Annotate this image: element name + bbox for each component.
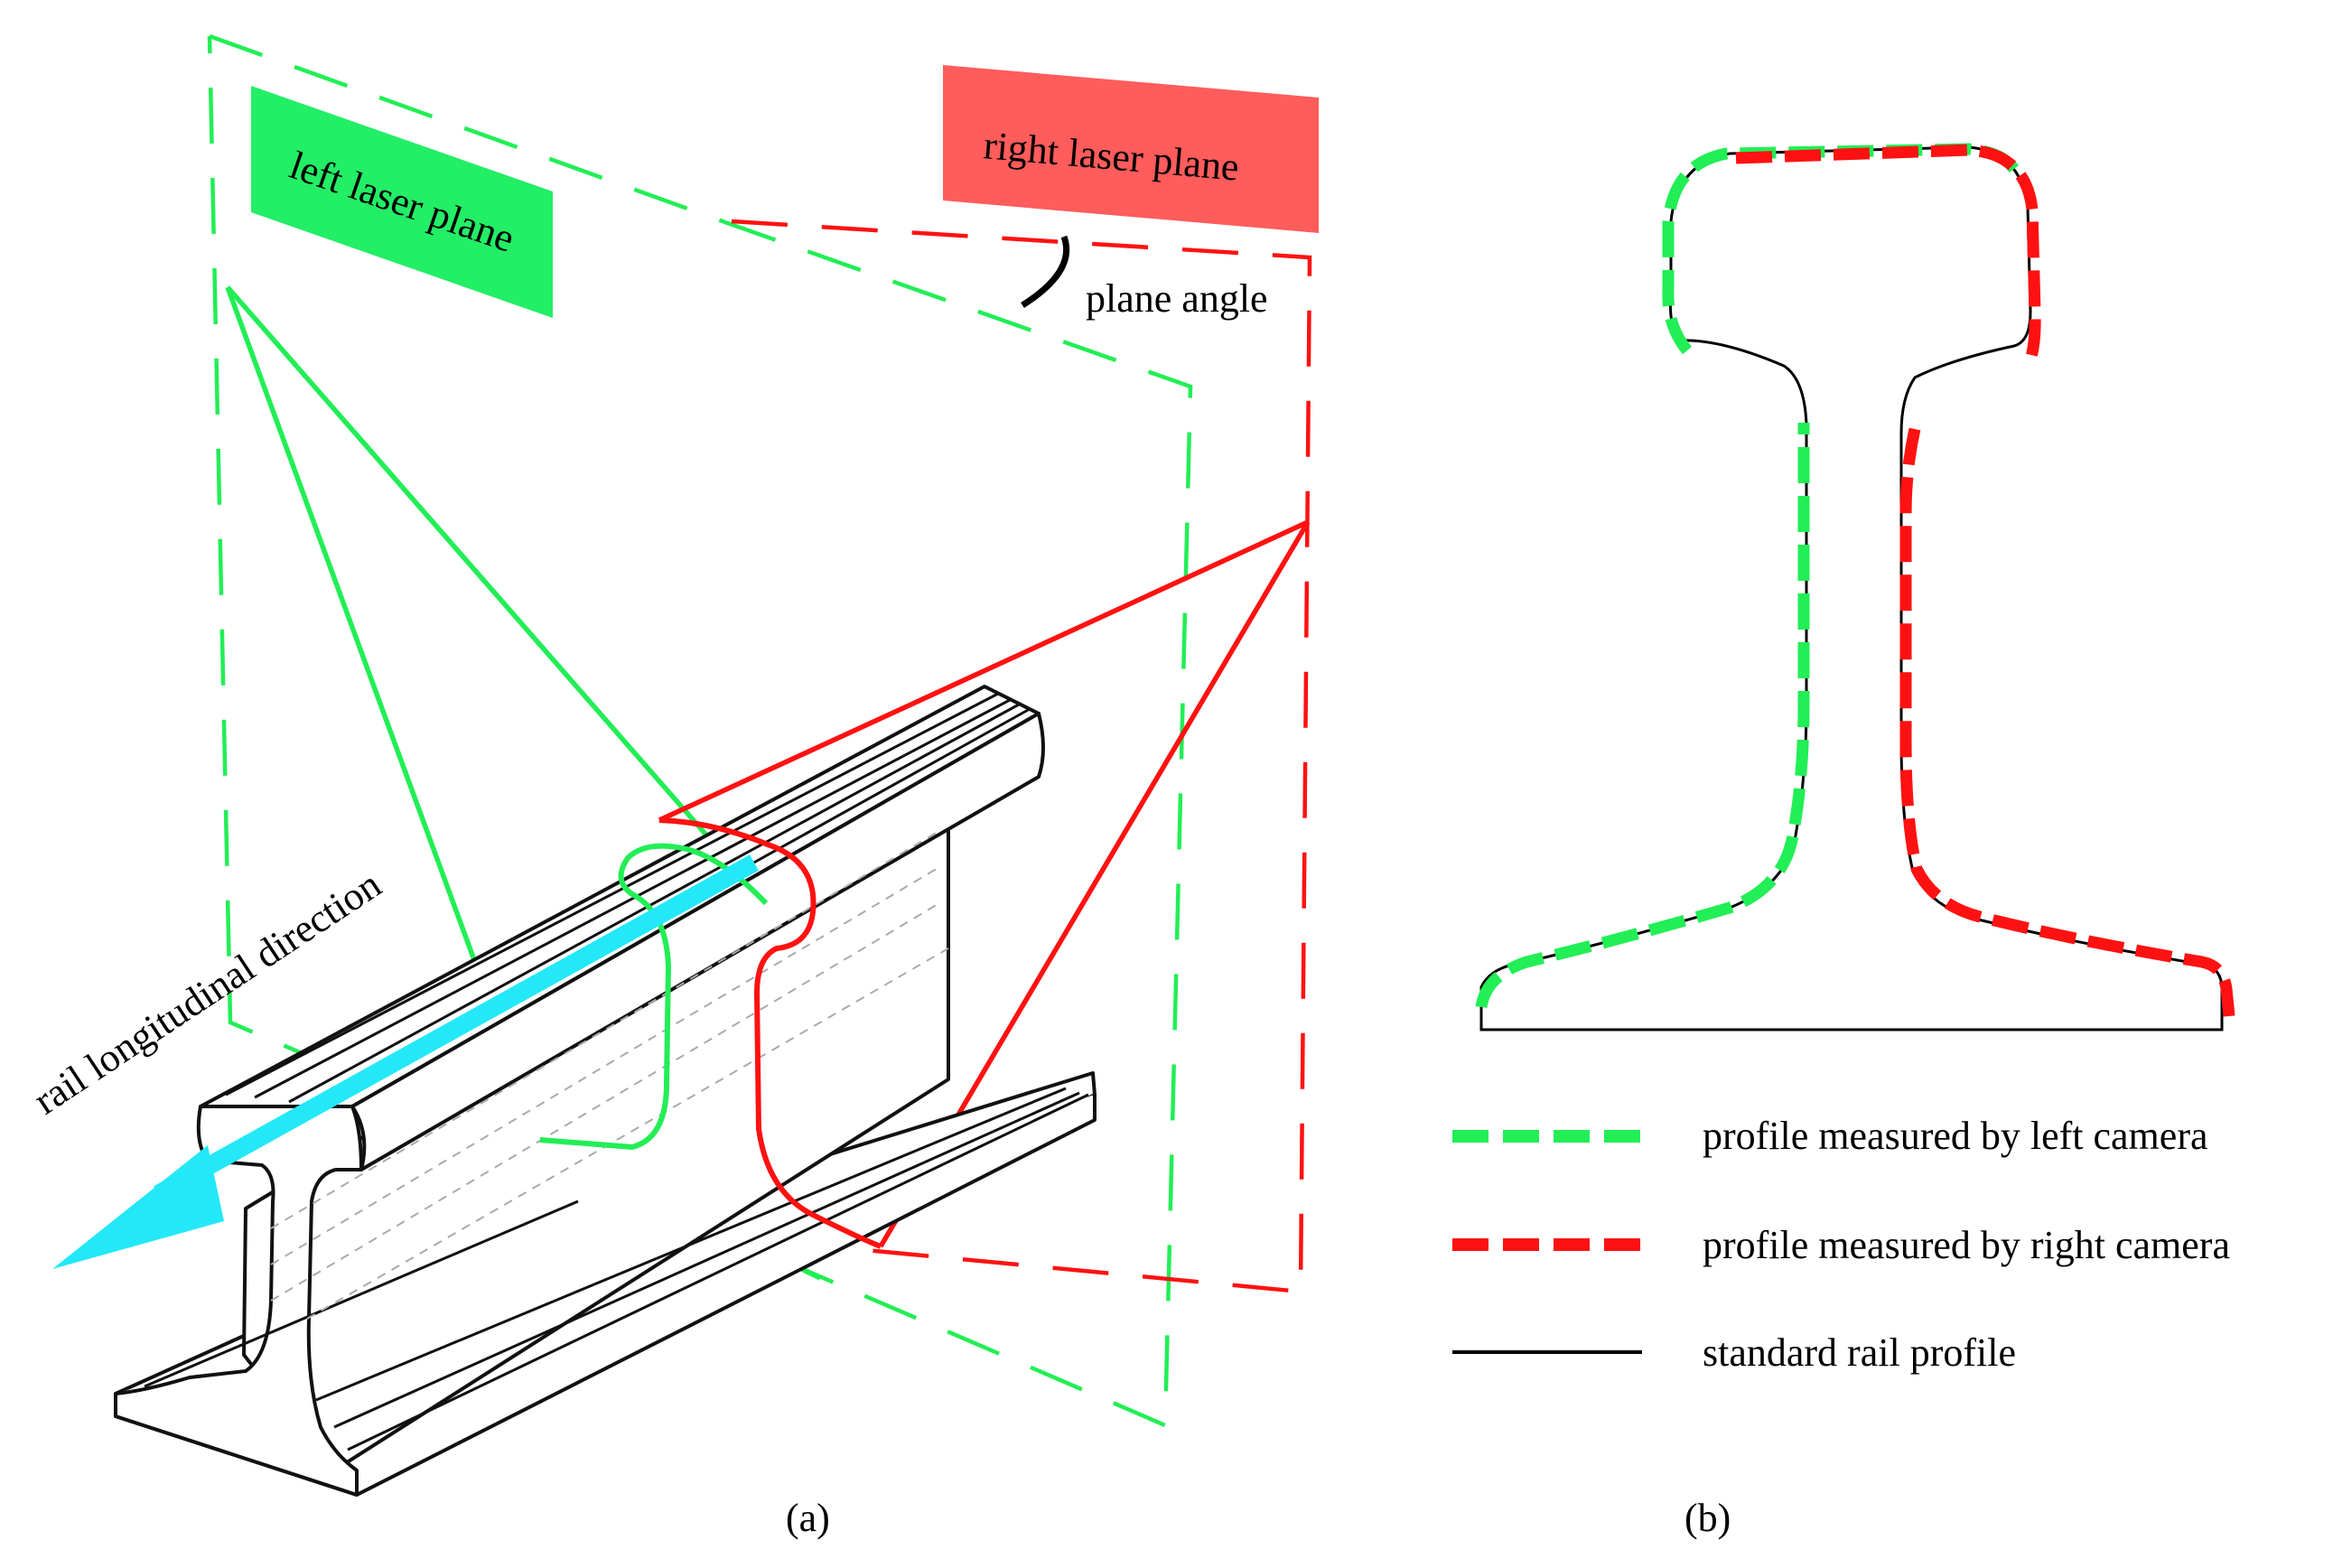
standard-rail-profile bbox=[1479, 145, 2224, 1031]
right-laser-profile-on-rail bbox=[658, 817, 882, 1249]
panel-a-caption: (a) bbox=[786, 1496, 830, 1540]
left-laser-profile-on-rail bbox=[539, 843, 769, 1151]
left-laser-plane-outline bbox=[207, 33, 1193, 1429]
legend-label-right-camera: profile measured by right camera bbox=[1703, 1223, 2230, 1267]
legend-item-right-camera: profile measured by right camera bbox=[1452, 1223, 2230, 1267]
right-camera-profile-head bbox=[1735, 144, 2041, 362]
panel-a: left laser plane right laser plane plane… bbox=[25, 33, 1319, 1540]
plane-angle-arc bbox=[1021, 235, 1070, 308]
legend: profile measured by left camera profile … bbox=[1452, 1114, 2230, 1375]
left-camera-profile-head bbox=[1662, 143, 2021, 355]
panel-b: profile measured by left camera profile … bbox=[1452, 143, 2235, 1540]
legend-label-left-camera: profile measured by left camera bbox=[1703, 1114, 2208, 1158]
right-laser-plane-label-box: right laser plane bbox=[943, 65, 1319, 233]
left-camera-profile bbox=[1475, 423, 1810, 1009]
legend-label-standard-profile: standard rail profile bbox=[1703, 1330, 2016, 1375]
legend-item-left-camera: profile measured by left camera bbox=[1452, 1114, 2208, 1158]
right-laser-plane-outline bbox=[686, 219, 1312, 1294]
right-camera-profile-web bbox=[1899, 427, 2235, 1017]
plane-angle-label: plane angle bbox=[1086, 276, 1268, 321]
left-laser-plane-label-box: left laser plane bbox=[251, 86, 553, 318]
rail-longitudinal-direction-arrow bbox=[52, 854, 759, 1269]
rail-3d bbox=[114, 685, 1097, 1497]
legend-item-standard-profile: standard rail profile bbox=[1452, 1330, 2016, 1375]
panel-b-caption: (b) bbox=[1684, 1496, 1731, 1540]
rail-end-face bbox=[114, 1105, 363, 1497]
rail-head-side bbox=[350, 712, 1045, 1171]
